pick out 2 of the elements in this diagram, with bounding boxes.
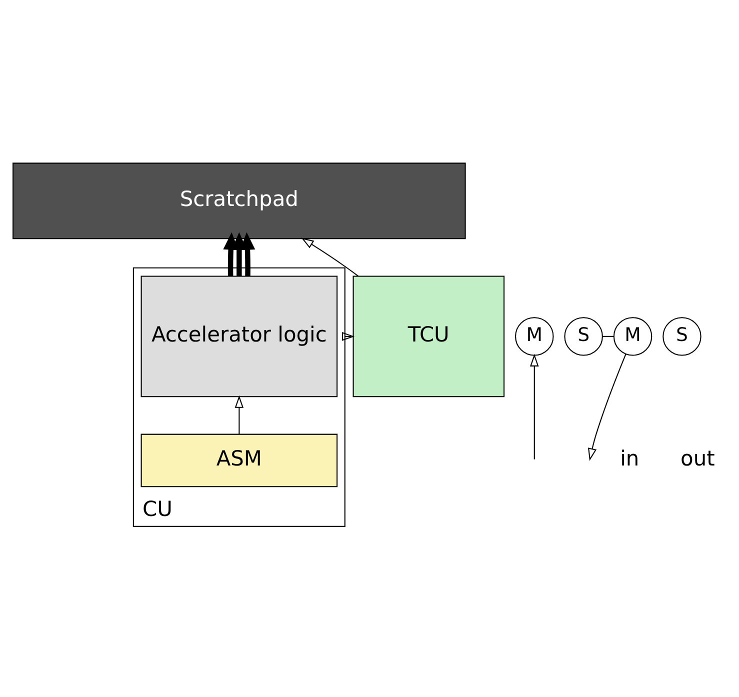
label: out xyxy=(680,446,715,470)
label: in xyxy=(620,446,640,470)
